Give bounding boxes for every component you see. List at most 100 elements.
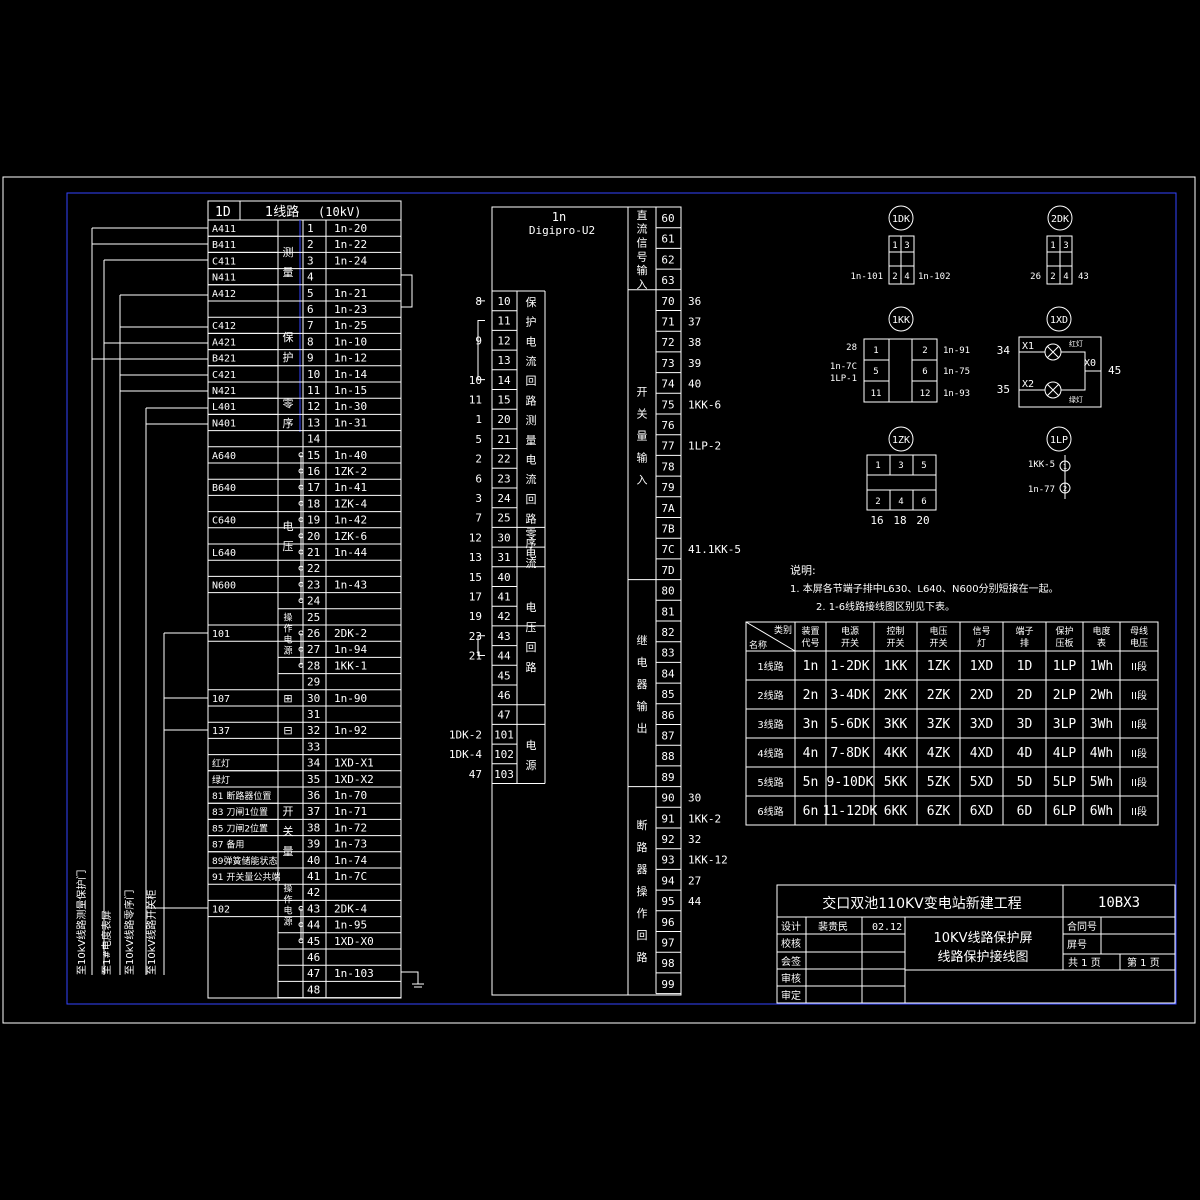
strip-row-label: 83 刀闸1位置	[212, 806, 268, 818]
strip-row-target: 1n-24	[334, 254, 367, 267]
device-right-terminal: 92	[661, 833, 674, 846]
green-lamp-label: 绿灯	[1069, 395, 1083, 404]
device-left-ext: 1DK-2	[449, 728, 482, 741]
ground-icon	[401, 971, 424, 988]
strip-row-terminal: 11	[307, 384, 320, 397]
short-link-node	[298, 533, 304, 539]
table-cell: 4XD	[970, 746, 994, 761]
strip-group-char: 量	[283, 266, 294, 279]
dk1-right: 1n-102	[918, 272, 951, 282]
strip-row-label: A411	[212, 224, 236, 235]
device-right-terminal: 76	[661, 419, 674, 432]
strip-row-target: 2DK-2	[334, 627, 367, 640]
kk1-pin: 5	[873, 367, 878, 377]
table-header: 电压	[1130, 637, 1148, 649]
table-header: 装置	[801, 625, 819, 637]
strip-row-target: 1ZK-4	[334, 497, 367, 510]
device-right-terminal: 98	[661, 957, 674, 970]
table-cell: 3D	[1017, 717, 1033, 732]
strip-row-label: N421	[212, 386, 236, 397]
table-cell: 5LP	[1053, 775, 1077, 790]
vertical-label: 至10kV线路测量保护门	[75, 870, 88, 975]
strip-row-terminal: 2	[307, 238, 314, 251]
strip-row-label: A640	[212, 451, 236, 462]
short-link-node	[298, 565, 304, 571]
table-cell: II段	[1131, 747, 1147, 760]
design-date: 02.12	[872, 922, 902, 933]
table-cell: 6Wh	[1090, 804, 1113, 819]
strip-row-target: 2DK-4	[334, 902, 367, 915]
strip-title: 1线路	[265, 204, 299, 220]
short-link-node	[298, 581, 304, 587]
dk2-pin: 3	[1063, 241, 1068, 251]
table-cell: 3线路	[757, 718, 783, 731]
strip-row-terminal: 13	[307, 416, 320, 429]
table-cell: 5D	[1017, 775, 1033, 790]
component-label: 2DK	[1051, 214, 1069, 225]
device-right-terminal: 85	[661, 688, 674, 701]
zk1-pin: 2	[875, 497, 880, 507]
device-group-char: 流	[526, 556, 537, 570]
kk1-pin: 2	[922, 346, 927, 356]
strip-row-terminal: 47	[307, 967, 320, 980]
strip-row-terminal: 9	[307, 352, 314, 365]
vertical-labels: 至10kV线路测量保护门至1#电度表屏至10kV线路零序门至10kV线路开关柜	[75, 870, 158, 975]
table-cell: 1KK	[884, 659, 908, 674]
strip-row-target: 1KK-1	[334, 659, 367, 672]
device-left-ext: 3	[475, 492, 482, 505]
strip-row-terminal: 19	[307, 514, 320, 527]
zk1-pin: 5	[921, 461, 926, 471]
device-right-terminal: 91	[661, 812, 674, 825]
device-right-ext: 1KK-6	[688, 398, 721, 411]
strip-row-target: 1XD-X2	[334, 773, 374, 786]
role-approve: 审定	[781, 989, 801, 1002]
device-group-char: 流	[637, 222, 648, 236]
device-left-terminal: 10	[497, 295, 510, 308]
device-group-char: 电	[526, 547, 537, 560]
kk1-ext: 1n-75	[943, 367, 970, 377]
zk1-ext: 20	[916, 514, 929, 527]
strip-row-terminal: 48	[307, 983, 320, 996]
table-cell: II段	[1131, 660, 1147, 673]
device-left-terminal: 47	[497, 709, 510, 722]
notes-line-1: 1. 本屏各节端子排中L630、L640、N600分别短接在一起。	[790, 582, 1059, 595]
xd1-pin: X1	[1022, 341, 1034, 352]
device-right-ext: 44	[688, 895, 702, 908]
strip-voltage: (10kV)	[318, 205, 361, 219]
short-link-node	[298, 938, 304, 944]
strip-group-char: 操	[283, 612, 292, 624]
device-group-char: 路	[526, 661, 537, 674]
device-left-ext: 17	[469, 591, 482, 604]
device-group-char: 电	[526, 739, 537, 752]
zk1-pin: 6	[921, 497, 926, 507]
lp1-pin: 1	[1063, 463, 1067, 471]
table-cell: 2ZK	[927, 688, 951, 703]
zk1-pin: 4	[898, 497, 903, 507]
strip-row-target: 1n-30	[334, 400, 367, 413]
xd1-body	[1018, 336, 1102, 408]
strip-group-char: 电	[283, 634, 292, 646]
table-cell: II段	[1131, 776, 1147, 789]
device-group-char: 断	[637, 818, 648, 832]
device-group-char: 零	[526, 527, 537, 540]
strip-row-terminal: 17	[307, 481, 320, 494]
table-cell: 5ZK	[927, 775, 951, 790]
device-group-char: 输	[637, 451, 648, 465]
strip-row-terminal: 8	[307, 335, 314, 348]
strip-row-terminal: 32	[307, 724, 320, 737]
device-left-ext: 5	[475, 433, 482, 446]
device-right-terminal: 7C	[661, 543, 674, 556]
device-left-terminal: 13	[497, 354, 510, 367]
device-group-char: 压	[526, 621, 537, 634]
strip-row-terminal: 4	[307, 271, 314, 284]
device-left-terminal: 101	[494, 728, 514, 741]
short-link-node	[298, 646, 304, 652]
short-link-node	[298, 922, 304, 928]
xd1-ext: 45	[1108, 364, 1121, 377]
strip-group-char: 零	[283, 397, 294, 410]
device-right-ext: 27	[688, 874, 701, 887]
device-right-terminal: 97	[661, 937, 674, 950]
device-left-ext: 2	[475, 453, 482, 466]
device-left-terminal: 23	[497, 472, 510, 485]
strip-group-char: ⊟	[283, 724, 292, 737]
